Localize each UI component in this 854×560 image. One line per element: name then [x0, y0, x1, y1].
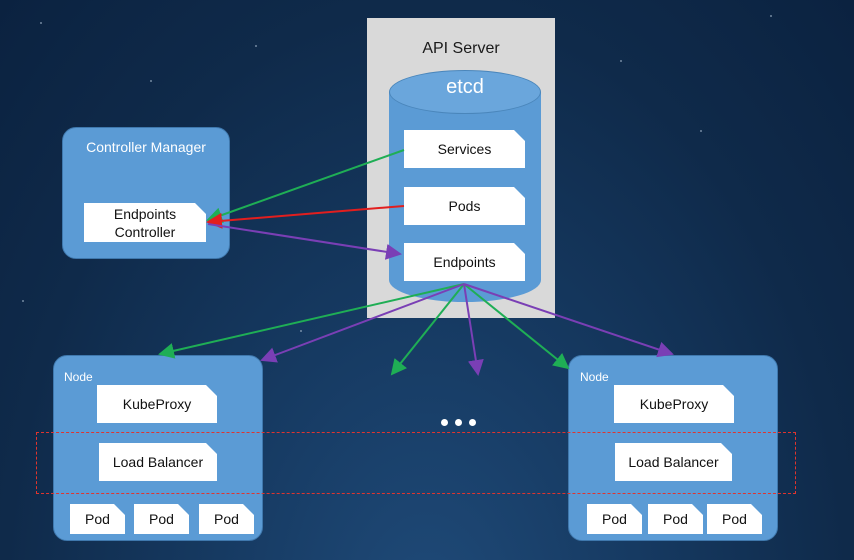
controller-manager-title: Controller Manager [86, 139, 206, 155]
etcd-cylinder-top [389, 70, 541, 114]
ellipsis-dot [441, 419, 448, 426]
load-balancer-region [36, 432, 796, 494]
node-right-pod-3: Pod [707, 504, 762, 534]
arrow-endpoints-to-node-right-purple [463, 283, 674, 358]
star [300, 330, 302, 332]
arrow-pods-to-controller [206, 205, 405, 229]
pods-resource: Pods [404, 187, 525, 225]
endpoints-controller: Endpoints Controller [84, 203, 206, 242]
node-left-label: Node [64, 370, 93, 384]
arrow-endpoints-to-node-right-green [463, 283, 570, 370]
star [255, 45, 257, 47]
node-left-load-balancer: Load Balancer [99, 443, 217, 481]
star [770, 15, 772, 17]
node-right-load-balancer: Load Balancer [615, 443, 732, 481]
ellipsis-dot [469, 419, 476, 426]
arrow-endpoints-to-node-left-purple [260, 283, 465, 363]
star [620, 60, 622, 62]
arrow-endpoints-to-middle-purple [463, 283, 484, 376]
star [150, 80, 152, 82]
node-left-pod-1: Pod [70, 504, 125, 534]
node-right-pod-2: Pod [648, 504, 703, 534]
node-right-label: Node [580, 370, 609, 384]
node-left-pod-2: Pod [134, 504, 189, 534]
star [700, 130, 702, 132]
services-resource: Services [404, 130, 525, 168]
node-right-kubeproxy: KubeProxy [614, 385, 734, 423]
ellipsis-dot [455, 419, 462, 426]
etcd-label: etcd [446, 76, 484, 98]
node-left-kubeproxy: KubeProxy [97, 385, 217, 423]
arrow-endpoints-to-middle-green [390, 283, 465, 376]
node-right-pod-1: Pod [587, 504, 642, 534]
api-server-title: API Server [422, 40, 500, 57]
arrow-controller-to-endpoints [207, 223, 402, 260]
endpoints-resource: Endpoints [404, 243, 525, 281]
node-left-pod-3: Pod [199, 504, 254, 534]
star [22, 300, 24, 302]
arrow-services-to-controller [206, 149, 405, 223]
arrow-endpoints-to-node-left-green [158, 283, 465, 359]
star [40, 22, 42, 24]
